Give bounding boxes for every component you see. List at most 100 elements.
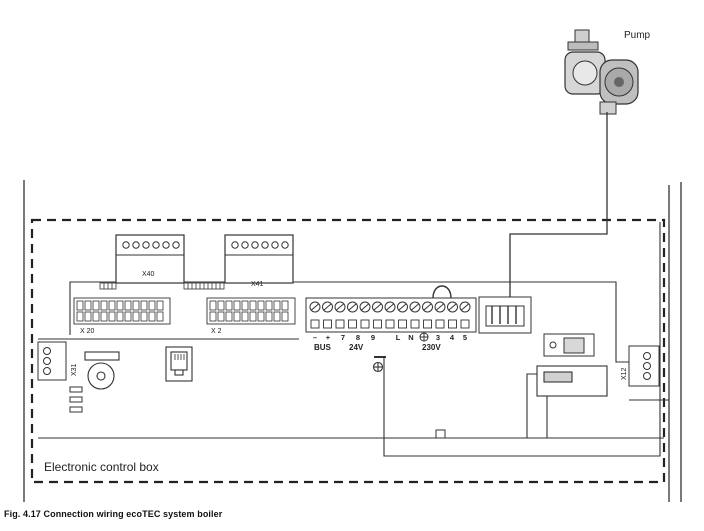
connector-pin [156,311,164,322]
terminal-clamp [398,319,407,329]
connector-pin [233,300,241,311]
terminal-strip [305,297,477,333]
terminal-number-label: 7 [341,333,345,342]
connector-x20 [73,297,171,325]
connector-pin [76,300,84,311]
terminal-number-label: 8 [356,333,360,342]
earth-terminal-icon [419,332,429,342]
connector-pin [225,311,233,322]
connector-pin [108,311,116,322]
terminal-number-label: 4 [450,333,455,342]
group-230v-label: 230V [422,343,441,352]
connector-pin [132,311,140,322]
connector-pin [92,311,100,322]
screw-slot [461,303,469,311]
terminal-clamp [360,319,370,329]
screw-slot [386,303,394,311]
connector-pin [84,300,92,311]
control-box-label: Electronic control box [44,460,159,474]
terminal-clamp [335,319,345,329]
connector-pin [148,300,156,311]
screw-slot [336,303,344,311]
terminal-number-label: 3 [436,333,440,342]
connector-x31-label: X31 [71,363,78,376]
connector-pin [140,300,148,311]
fuse-holder [543,333,595,357]
terminal-clamp [448,319,457,329]
connector-pin [273,300,281,311]
terminal-number-label: L [396,333,401,342]
connector-pin [209,300,217,311]
terminal-number-label: – [313,333,317,342]
relay-block [536,365,608,397]
connector-pin [156,300,164,311]
connector-x41-label: X41 [251,281,264,288]
internal-wiring [38,222,669,457]
screw-slot [323,303,332,311]
connector-pin [217,311,225,322]
connector-pin [257,300,265,311]
connector-pin [116,300,124,311]
connector-x20-label: X 20 [80,328,95,335]
screw-slot [411,303,419,311]
connector-pin [225,300,233,311]
connector-pin [124,300,132,311]
terminal-number-label: + [326,333,331,342]
connector-pin [209,311,217,322]
control-box-outline [30,218,666,484]
screw-slot [348,303,357,311]
connector-pin [241,311,249,322]
pump-cable [509,112,608,300]
potentiometer-icon [84,351,120,390]
connector-pin [124,311,132,322]
terminal-clamp [373,319,382,329]
spade-tabs [69,386,83,413]
connector-pin [217,300,225,311]
terminal-clamp [460,319,470,329]
screw-slot [373,303,382,311]
connector-pin [76,311,84,322]
terminal-clamp [423,319,432,329]
connector-x2-label: X 2 [211,328,222,335]
connector-pin [233,311,241,322]
terminal-number-label: N [408,333,413,342]
screw-slot [436,303,444,311]
connector-x31 [37,341,67,381]
screw-slot [361,303,369,311]
connector-pin [148,311,156,322]
housing-outline [23,180,682,502]
group-24v-label: 24V [349,343,364,352]
terminal-clamp [435,319,445,329]
terminal-number-label: 9 [371,333,375,342]
connector-pin [116,311,124,322]
screw-slot [398,303,407,311]
connector-pin [132,300,140,311]
pump-plug-socket [478,296,532,334]
connector-x12 [628,345,660,387]
terminal-clamp [310,319,320,329]
connector-pin [92,300,100,311]
terminal-clamp [410,319,420,329]
connector-pin [100,300,108,311]
figure-caption: Fig. 4.17 Connection wiring ecoTEC syste… [4,509,223,519]
terminal-number-label: 5 [463,333,467,342]
connector-pin [265,300,273,311]
connector-x40-label: X40 [142,271,155,278]
terminal-clamp [323,319,332,329]
connector-pin [241,300,249,311]
terminal-clamp [348,319,357,329]
connector-x12-label: X12 [621,367,628,380]
connector-pin [281,300,289,311]
connector-x2 [206,297,296,325]
connector-pin [249,300,257,311]
connector-pin [84,311,92,322]
connector-pin [100,311,108,322]
bottom-tab [435,429,446,439]
connector-x41 [224,234,294,284]
pump-label: Pump [624,30,651,41]
screw-slot [311,303,319,311]
pin-strip [99,282,225,290]
connector-pin [281,311,289,322]
